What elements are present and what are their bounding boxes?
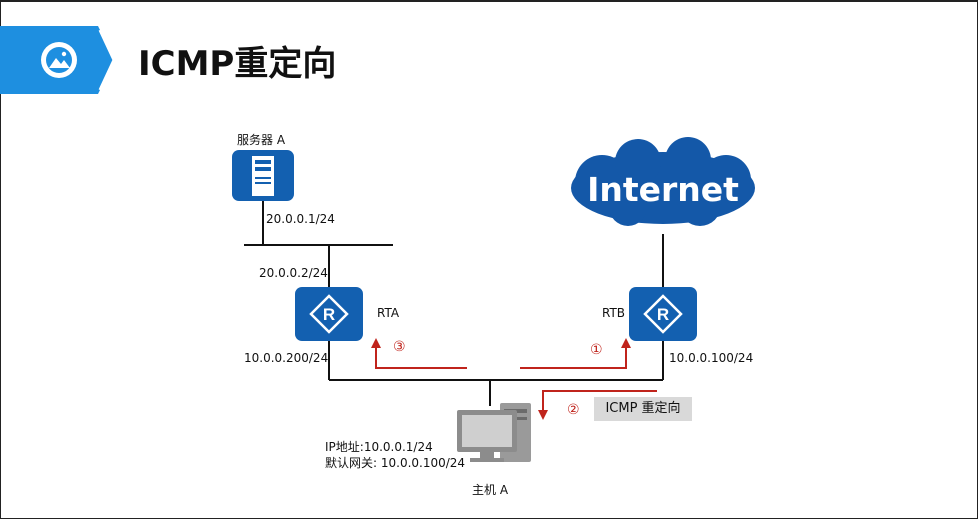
server-icon bbox=[232, 150, 294, 201]
arrow-step2 bbox=[542, 390, 657, 413]
rta-router-icon: R bbox=[295, 287, 363, 341]
image-icon bbox=[41, 42, 77, 78]
internet-label: Internet bbox=[587, 170, 739, 209]
redirect-arrows bbox=[375, 345, 657, 413]
rta-label: RTA bbox=[377, 306, 400, 320]
server-ip: 20.0.0.1/24 bbox=[266, 212, 335, 226]
svg-text:R: R bbox=[323, 305, 335, 324]
icmp-redirect-label: ICMP 重定向 bbox=[594, 397, 692, 421]
step1-marker: ① bbox=[590, 342, 603, 358]
title-banner bbox=[0, 26, 115, 94]
arrow-step3 bbox=[375, 345, 467, 369]
computer-icon bbox=[457, 403, 531, 462]
step3-marker: ③ bbox=[393, 339, 406, 355]
host-label: 主机 A bbox=[472, 483, 509, 497]
rta-ip-top: 20.0.0.2/24 bbox=[259, 266, 328, 280]
rtb-label: RTB bbox=[602, 306, 626, 320]
server-label: 服务器 A bbox=[237, 133, 286, 147]
page-title: ICMP重定向 bbox=[138, 44, 337, 84]
step2-marker: ② bbox=[567, 402, 580, 418]
cloud-icon: Internet bbox=[565, 130, 761, 234]
svg-text:R: R bbox=[657, 305, 669, 324]
rtb-ip-bottom: 10.0.0.100/24 bbox=[669, 351, 754, 365]
host-ip: IP地址:10.0.0.1/24 bbox=[325, 440, 433, 454]
rta-ip-bottom: 10.0.0.200/24 bbox=[244, 351, 329, 365]
rtb-router-icon: R bbox=[629, 287, 697, 341]
arrow-step1 bbox=[520, 345, 627, 369]
host-gateway: 默认网关: 10.0.0.100/24 bbox=[325, 456, 466, 470]
